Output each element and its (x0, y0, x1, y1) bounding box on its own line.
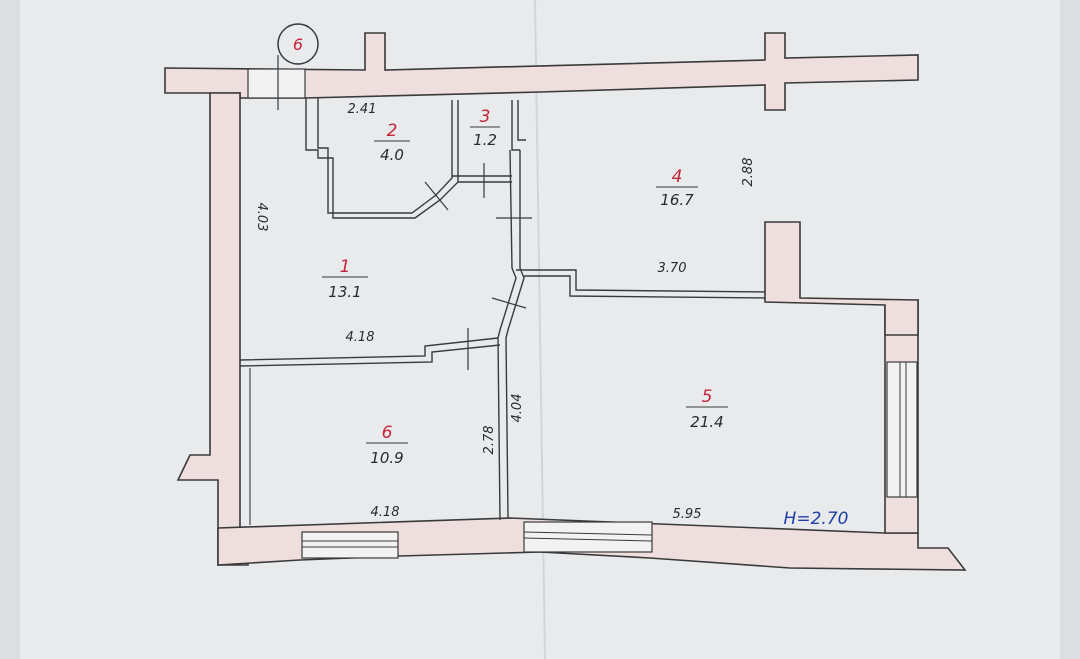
wall-pier (764, 221, 919, 336)
ceiling-height-note: H=2.70 (784, 509, 849, 529)
room-3-number: 3 (480, 107, 491, 127)
entrance-opening (247, 55, 306, 110)
room-1-number: 1 (340, 257, 351, 277)
room-4-label: 4 16.7 (656, 167, 698, 209)
door-marks (424, 163, 532, 370)
room-5-number: 5 (702, 387, 713, 407)
room-6-area: 10.9 (370, 449, 403, 467)
dim-room1-width: 4.18 (346, 330, 375, 345)
room-1-label: 1 13.1 (322, 257, 368, 301)
dim-room1-height: 4.03 (254, 203, 269, 232)
window-bottom-right (523, 521, 653, 553)
dim-room2-width: 2.41 (348, 102, 377, 117)
room-6-number: 6 (382, 423, 393, 443)
room-4-area: 16.7 (660, 191, 694, 209)
dim-room4-height: 2.88 (741, 158, 756, 187)
dim-room5-height: 4.04 (510, 394, 525, 423)
room-5-label: 5 21.4 (686, 387, 728, 431)
room-3-area: 1.2 (473, 131, 497, 149)
dim-room6-height: 2.78 (482, 426, 497, 455)
stamp-circle (277, 23, 319, 65)
dim-room4-width: 3.70 (658, 261, 687, 276)
room-2-area: 4.0 (380, 146, 404, 164)
room-6-label: 6 10.9 (366, 423, 408, 467)
window-right (886, 361, 918, 498)
dim-room6-width: 4.18 (371, 505, 400, 520)
dim-room5-width: 5.95 (673, 507, 702, 522)
partitions (239, 98, 766, 525)
room-4-number: 4 (672, 167, 683, 187)
room-2-number: 2 (387, 121, 398, 141)
window-bottom-left (301, 531, 399, 559)
room-3-label: 3 1.2 (470, 107, 500, 149)
stamp-number: 6 (293, 35, 303, 54)
room-5-area: 21.4 (690, 413, 723, 431)
room-1-area: 13.1 (328, 283, 361, 301)
room-2-label: 2 4.0 (374, 121, 410, 164)
